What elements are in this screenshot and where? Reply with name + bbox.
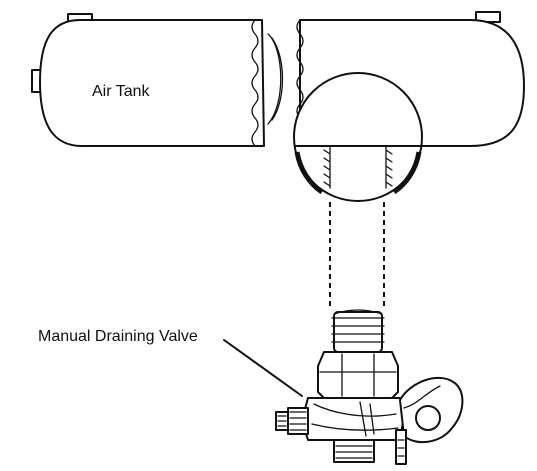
air-tank-label: Air Tank	[92, 83, 151, 100]
air-tank	[31, 11, 525, 202]
tank-body-left	[39, 19, 265, 147]
manual-draining-valve-label: Manual Draining Valve	[38, 328, 198, 345]
valve-bottom-outlet	[333, 439, 375, 463]
tank-internal-baffle	[267, 33, 282, 125]
valve-leader-line	[223, 339, 303, 397]
tank-internal-baffle-inner	[271, 37, 284, 121]
drain-port-shadow-right	[392, 151, 422, 195]
drain-port-detail	[293, 72, 423, 202]
valve-body	[301, 397, 405, 441]
threaded-port-left-wall	[323, 145, 331, 189]
drain-port-shadow-left	[294, 151, 324, 195]
valve-hex-nut	[317, 351, 399, 399]
threaded-port-right-wall	[385, 145, 393, 189]
manual-draining-valve	[275, 309, 464, 465]
valve-handle-hole	[415, 405, 441, 431]
valve-threaded-stem	[331, 309, 385, 353]
tank-cutaway-edge-left	[251, 19, 259, 147]
valve-wing-handle	[395, 376, 464, 465]
valve-side-screw	[275, 407, 309, 435]
